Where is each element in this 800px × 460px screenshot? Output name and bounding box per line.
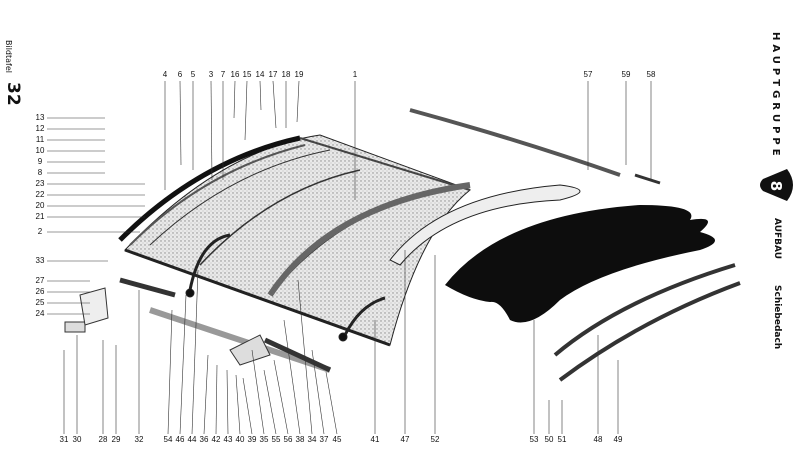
part-label-left: 21 — [35, 212, 45, 221]
part-label-bottom: 29 — [111, 435, 121, 444]
part-label-bottom: 38 — [295, 435, 305, 444]
part-label-bottom: 30 — [72, 435, 82, 444]
leader-line — [215, 364, 218, 435]
part-label-bottom: 42 — [211, 435, 221, 444]
part-label-bottom: 56 — [283, 435, 293, 444]
part-label-left: 27 — [35, 276, 45, 285]
part-label-top: 3 — [208, 70, 214, 79]
part-label-bottom: 28 — [98, 435, 108, 444]
leader-line — [179, 80, 182, 166]
part-label-top: 14 — [255, 70, 265, 79]
part-label-bottom: 35 — [259, 435, 269, 444]
part-label-top: 1 — [352, 70, 358, 79]
leader-line — [297, 279, 313, 435]
part-label-left: 33 — [35, 256, 45, 265]
part-label-bottom: 53 — [529, 435, 539, 444]
part-label-bottom: 55 — [271, 435, 281, 444]
part-label-bottom: 37 — [319, 435, 329, 444]
leader-line — [210, 80, 213, 181]
part-label-bottom: 54 — [163, 435, 173, 444]
leader-line — [273, 359, 289, 435]
leader-line — [203, 354, 209, 435]
leader-line — [283, 319, 301, 435]
leader-lines — [47, 80, 652, 435]
part-label-top: 15 — [242, 70, 252, 79]
part-label-left: 26 — [35, 287, 45, 296]
part-label-top: 18 — [281, 70, 291, 79]
part-label-left: 9 — [37, 157, 43, 166]
leader-line — [251, 349, 265, 435]
group-number: 8 — [767, 180, 785, 192]
part-label-top: 17 — [268, 70, 278, 79]
part-label-bottom: 36 — [199, 435, 209, 444]
part-label-left: 11 — [35, 135, 45, 144]
part-label-top: 5 — [190, 70, 196, 79]
part-label-left: 2 — [37, 227, 43, 236]
part-label-bottom: 43 — [223, 435, 233, 444]
part-label-bottom: 52 — [430, 435, 440, 444]
part-label-bottom: 41 — [370, 435, 380, 444]
part-label-left: 22 — [35, 190, 45, 199]
leader-line — [226, 369, 229, 435]
part-label-left: 10 — [35, 146, 45, 155]
part-label-top: 57 — [583, 70, 593, 79]
section-title: AUFBAU — [772, 218, 782, 260]
part-label-left: 12 — [35, 124, 45, 133]
leader-line — [325, 371, 338, 435]
leader-line — [179, 294, 187, 435]
part-label-top: 16 — [230, 70, 240, 79]
plate-label: Bildtafel — [4, 40, 13, 74]
part-label-top: 4 — [162, 70, 168, 79]
leader-line — [244, 80, 248, 141]
subsection-title: Schiebedach — [772, 285, 782, 350]
leader-line — [259, 80, 262, 111]
leader-line — [263, 369, 277, 435]
part-label-bottom: 40 — [235, 435, 245, 444]
group-title: HAUPTGRUPPE — [770, 32, 781, 160]
part-label-top: 19 — [294, 70, 304, 79]
part-label-bottom: 46 — [175, 435, 185, 444]
leader-line — [235, 374, 241, 435]
part-label-bottom: 39 — [247, 435, 257, 444]
front-frame — [118, 135, 471, 246]
part-label-bottom: 32 — [134, 435, 144, 444]
part-label-bottom: 51 — [557, 435, 567, 444]
part-label-bottom: 48 — [593, 435, 603, 444]
leader-line — [311, 349, 325, 435]
part-label-top: 59 — [621, 70, 631, 79]
part-label-left: 24 — [35, 309, 45, 318]
roof-seal-panel — [445, 205, 715, 323]
part-label-top: 6 — [177, 70, 183, 79]
part-label-left: 25 — [35, 298, 45, 307]
part-label-bottom: 34 — [307, 435, 317, 444]
leader-line — [233, 80, 236, 119]
part-label-bottom: 49 — [613, 435, 623, 444]
part-label-left: 8 — [37, 168, 43, 177]
part-label-bottom: 50 — [544, 435, 554, 444]
leader-line — [191, 269, 199, 435]
part-label-bottom: 44 — [187, 435, 197, 444]
group-number-badge: 8 — [758, 168, 794, 202]
leader-line — [167, 309, 173, 435]
guide-rails — [185, 108, 621, 342]
seal-strips — [64, 173, 741, 382]
part-label-left: 13 — [35, 113, 45, 122]
plate-number: 32 — [3, 82, 23, 106]
part-label-top: 58 — [646, 70, 656, 79]
leader-line — [242, 377, 253, 435]
part-label-left: 23 — [35, 179, 45, 188]
part-label-bottom: 45 — [332, 435, 342, 444]
leader-line — [296, 80, 300, 123]
part-label-left: 20 — [35, 201, 45, 210]
part-label-top: 7 — [220, 70, 226, 79]
part-label-bottom: 31 — [59, 435, 69, 444]
part-label-bottom: 47 — [400, 435, 410, 444]
leader-line — [272, 80, 277, 129]
